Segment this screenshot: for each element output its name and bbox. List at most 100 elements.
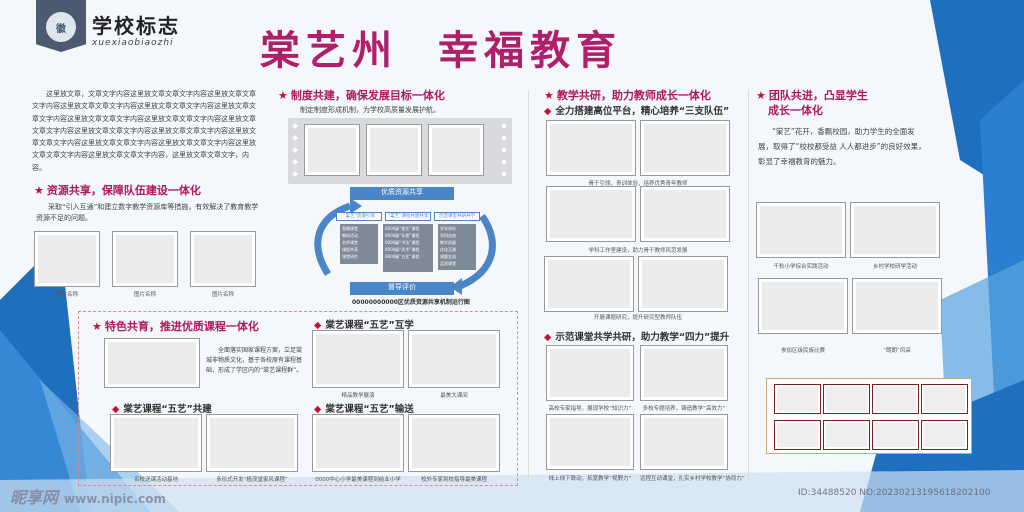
photo-placeholder	[640, 120, 730, 176]
logo-title: 学校标志	[92, 14, 180, 38]
diagram-list-3: 学年评价学科总结教学质量优化互建课题交流品质课堂	[438, 224, 476, 270]
section-system-title: ★制度共建，确保发展目标一体化	[278, 89, 445, 102]
diamond-icon: ◆	[314, 404, 322, 415]
photo-caption: 图片名称	[211, 292, 234, 298]
photo-caption: 远程互动课堂，扎实乡村学校教学“协同力”	[640, 476, 745, 482]
thumbnail	[823, 420, 870, 450]
diagram-box: “棠艺”资源引领	[336, 212, 382, 221]
column-divider	[748, 90, 749, 480]
thumbnail	[872, 384, 919, 414]
thumbnail	[774, 420, 821, 450]
star-icon: ★	[92, 320, 102, 333]
photo-placeholder	[312, 330, 404, 388]
photo-placeholder	[756, 202, 846, 258]
photo-placeholder	[304, 124, 360, 176]
diamond-icon: ◆	[314, 320, 322, 331]
thumbnail	[823, 384, 870, 414]
photo-placeholder	[638, 256, 728, 312]
feature-section-frame	[78, 311, 518, 486]
cycle-arrows-diagram	[314, 198, 496, 295]
photo-placeholder	[640, 414, 728, 470]
photo-caption: 最美大课间	[440, 393, 468, 399]
section-resource-text: 采取“引入互通”和建立数字教学资源库等措施，有效解决了教育教学资源不足的问题。	[36, 203, 259, 222]
title-part-1: 棠艺州	[260, 28, 398, 74]
photo-caption: 乡村学校研学活动	[872, 264, 917, 270]
photo-placeholder	[428, 124, 484, 176]
photo-caption: 名校送课活动基地	[133, 477, 178, 483]
section-team-title-line2: 成长一体化	[768, 104, 823, 117]
thumbnail-strip	[766, 378, 972, 454]
photo-placeholder	[546, 414, 634, 470]
photo-caption: 千秋小学综合实践活动	[773, 264, 829, 270]
photo-caption: 高校专家指导，展现学校“知识力”	[548, 406, 632, 412]
diamond-icon: ◆	[112, 404, 120, 415]
photo-placeholder	[758, 278, 848, 334]
photo-placeholder	[640, 186, 730, 242]
thumbnail	[774, 384, 821, 414]
diagram-bottom-bar: 督导评价	[350, 282, 454, 295]
photo-placeholder	[34, 231, 100, 287]
photo-caption: 参加区级民族比赛	[780, 348, 825, 354]
photo-placeholder	[104, 338, 200, 388]
photo-caption: 0000中心小学最美课程到结业小学	[315, 477, 401, 483]
section-feature-title: ★特色共育，推进优质课程一体化	[92, 320, 259, 333]
photo-placeholder	[408, 330, 500, 388]
thumbnail	[872, 420, 919, 450]
photo-placeholder	[640, 345, 728, 401]
diagram-caption: 00000000000区优质资源共享机制运行图	[352, 299, 470, 306]
feature-sub-title-3: ◆棠艺课程“五艺”输送	[314, 404, 414, 415]
section-teach-title: ★教学共研，助力教师成长一体化	[544, 89, 711, 102]
photo-placeholder	[852, 278, 942, 334]
column-divider	[528, 90, 529, 480]
page-title: 棠艺州幸福教育	[260, 18, 622, 76]
thumbnail	[921, 384, 968, 414]
feature-sub-title-1: ◆棠艺课程“五艺”互学	[314, 320, 414, 331]
diagram-list-1: 直播课堂教研活动名师课堂课程共享课堂研究	[340, 224, 378, 264]
photo-placeholder	[408, 414, 500, 472]
diamond-icon: ◆	[544, 106, 552, 117]
star-icon: ★	[34, 184, 44, 197]
star-icon: ★	[278, 89, 288, 102]
photo-placeholder	[190, 231, 256, 287]
photo-caption: “朗朗”风采	[883, 348, 911, 354]
photo-caption: 开展课题研究，提升研究型教师队伍	[593, 315, 682, 321]
photo-placeholder	[112, 231, 178, 287]
diagram-box: “棠艺”课程共建共享	[385, 212, 431, 221]
school-emblem-icon: 徽	[46, 12, 76, 42]
section-system-text: 制定制度形成机制，为学校高质量发展护航。	[300, 106, 440, 114]
photo-caption: 学科工作室建设，助力骨干教师风范发展	[588, 248, 688, 254]
photo-caption: 校外专家到校指导最美课程	[420, 477, 487, 483]
photo-placeholder	[366, 124, 422, 176]
photo-caption: 多校专题培养，铸造教学“高效力”	[642, 406, 726, 412]
section-team-text: “棠艺”花开，香飘校园，助力学生的全面发展，取得了“校校都受益 人人都进步”的良…	[758, 127, 926, 166]
watermark-id: ID:34488520 NO:20230213195618202100	[798, 488, 991, 498]
photo-placeholder	[110, 414, 202, 472]
teach-sub-title-2: ◆示范课堂共学共研，助力教学“四力”提升	[544, 332, 730, 343]
photo-caption: 图片名称	[55, 292, 78, 298]
diamond-icon: ◆	[544, 332, 552, 343]
photo-placeholder	[850, 202, 940, 258]
diagram-top-bar: 优质资源共享	[350, 187, 454, 200]
star-icon: ★	[544, 89, 554, 102]
section-resource-title: ★资源共享，保障队伍建设一体化	[34, 184, 201, 197]
photo-caption: 图片名称	[133, 292, 156, 298]
photo-caption: 多形式开发“植茂堂家风课程”	[216, 477, 288, 483]
diagram-box: 示范课堂共研共学	[434, 212, 480, 221]
photo-caption: 线上线下联动，拓宽教学“视野力”	[548, 476, 632, 482]
feature-sub-title-2: ◆棠艺课程“五艺”共建	[112, 404, 212, 415]
photo-placeholder	[544, 256, 634, 312]
teach-sub-title-1: ◆全力搭建高位平台，精心培养“三支队伍”	[544, 106, 730, 117]
photo-placeholder	[546, 345, 634, 401]
section-feature-text: 全面落实国家课程方案，立足棠城非物质文化，基于各校原有课程基础，形成了学区内的“…	[206, 347, 303, 374]
photo-placeholder	[546, 120, 636, 176]
photo-caption: 精品教学展演	[341, 393, 375, 399]
photo-placeholder	[206, 414, 298, 472]
section-team-title: ★团队共进，凸显学生	[756, 89, 868, 102]
title-part-2: 幸福教育	[438, 28, 622, 74]
photo-placeholder	[546, 186, 636, 242]
logo-subtitle: xuexiaobiaozhi	[92, 38, 174, 48]
intro-paragraph: 这里放文章，文章文字内容这里放文章文章文字内容这里放文章文章文字内容这里放文章文…	[32, 90, 256, 172]
